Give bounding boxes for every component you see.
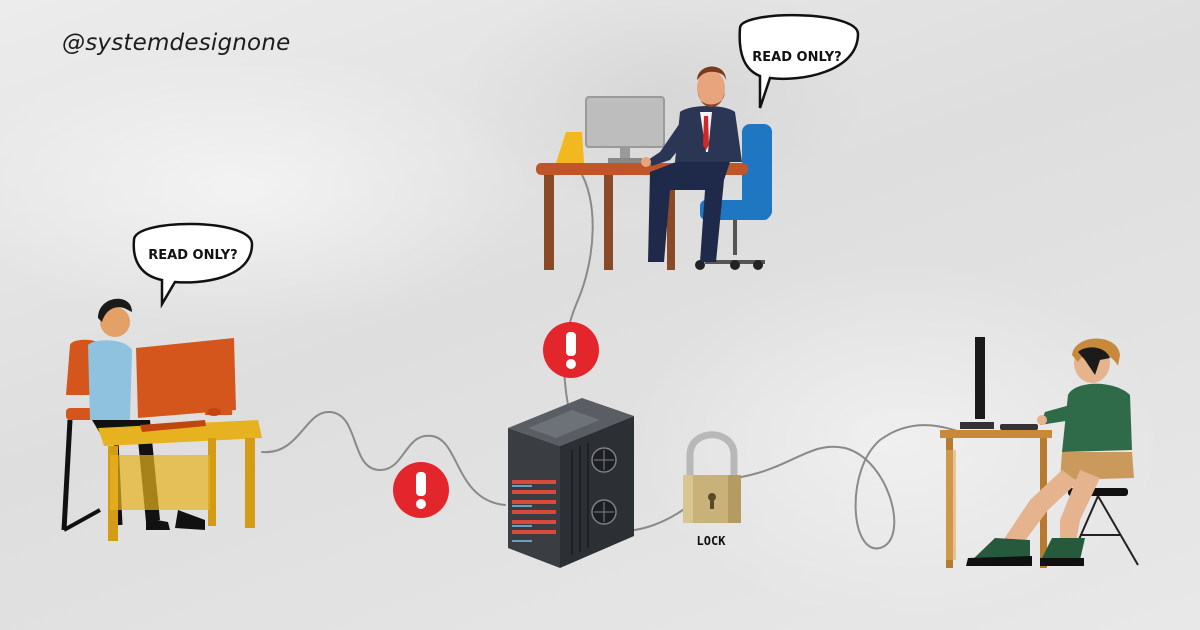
left-monitor [136,338,236,418]
author-handle: @systemdesignone [62,30,291,56]
cable-lock-to-right [734,424,961,550]
top-yellow-folder [556,132,584,163]
cable-left-to-server [261,410,506,506]
lock-label: LOCK [697,534,727,548]
right-user-workstation [940,337,1139,568]
alert-icon-left [393,462,449,518]
left-desk-surface [98,420,262,446]
bubble-text-top: READ ONLY? [752,50,841,65]
top-user-workstation [536,66,772,270]
top-monitor [585,96,665,148]
right-keyboard [1000,424,1038,430]
bubble-text-left: READ ONLY? [148,248,237,263]
server-tower-icon [508,398,634,568]
right-monitor [975,337,985,419]
right-user-hoodie [1062,383,1132,452]
left-user-shirt [88,340,132,420]
top-user-head [697,70,725,106]
right-desk-surface [940,430,1052,438]
speech-bubble-left: READ ONLY? [132,222,254,309]
alert-icon-top [543,322,599,378]
padlock-icon [683,431,741,523]
left-user-workstation [61,298,262,541]
top-chair-back [742,124,772,219]
speech-bubble-top: READ ONLY? [738,13,860,109]
left-user-head [100,307,130,337]
